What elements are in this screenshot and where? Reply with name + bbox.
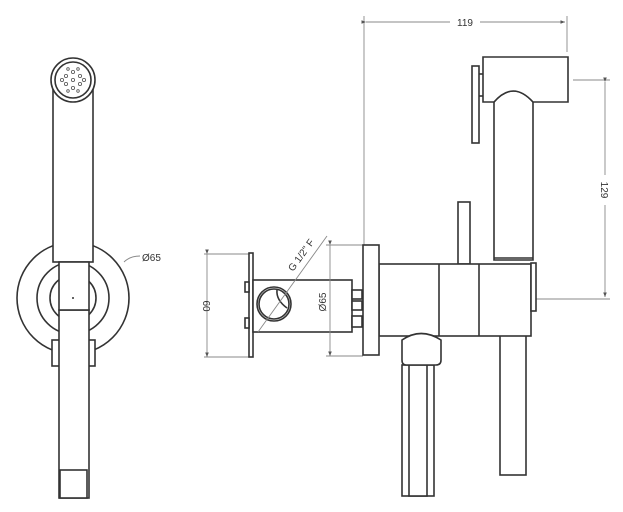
holder-collar [58,261,90,311]
valve-body [378,263,532,337]
inlet-thread [256,286,292,322]
section-diameter-label: Ø65 [318,292,329,311]
hose-side [499,332,527,476]
spray-head [50,57,96,103]
spray-nozzle-holes [60,67,87,93]
spray-handle-side [493,90,534,261]
hose-end [59,469,88,499]
front-diameter-label: Ø65 [142,253,161,264]
valve-box [252,279,353,333]
spray-lever [471,65,480,144]
holder-bump [530,262,537,312]
section-view: 60 G 1/2" F Ø65 [200,235,363,358]
side-view: 119 129 [361,16,610,497]
wall-flange [362,244,380,356]
inlet-connector [401,332,442,366]
spray-handle [52,79,94,263]
front-view: Ø65 [16,57,161,499]
side-width-label: 119 [457,18,473,29]
section-height-label: 60 [200,300,211,312]
valve-knob [457,201,471,265]
side-height-label: 129 [598,182,609,199]
spray-head-side [482,56,569,103]
